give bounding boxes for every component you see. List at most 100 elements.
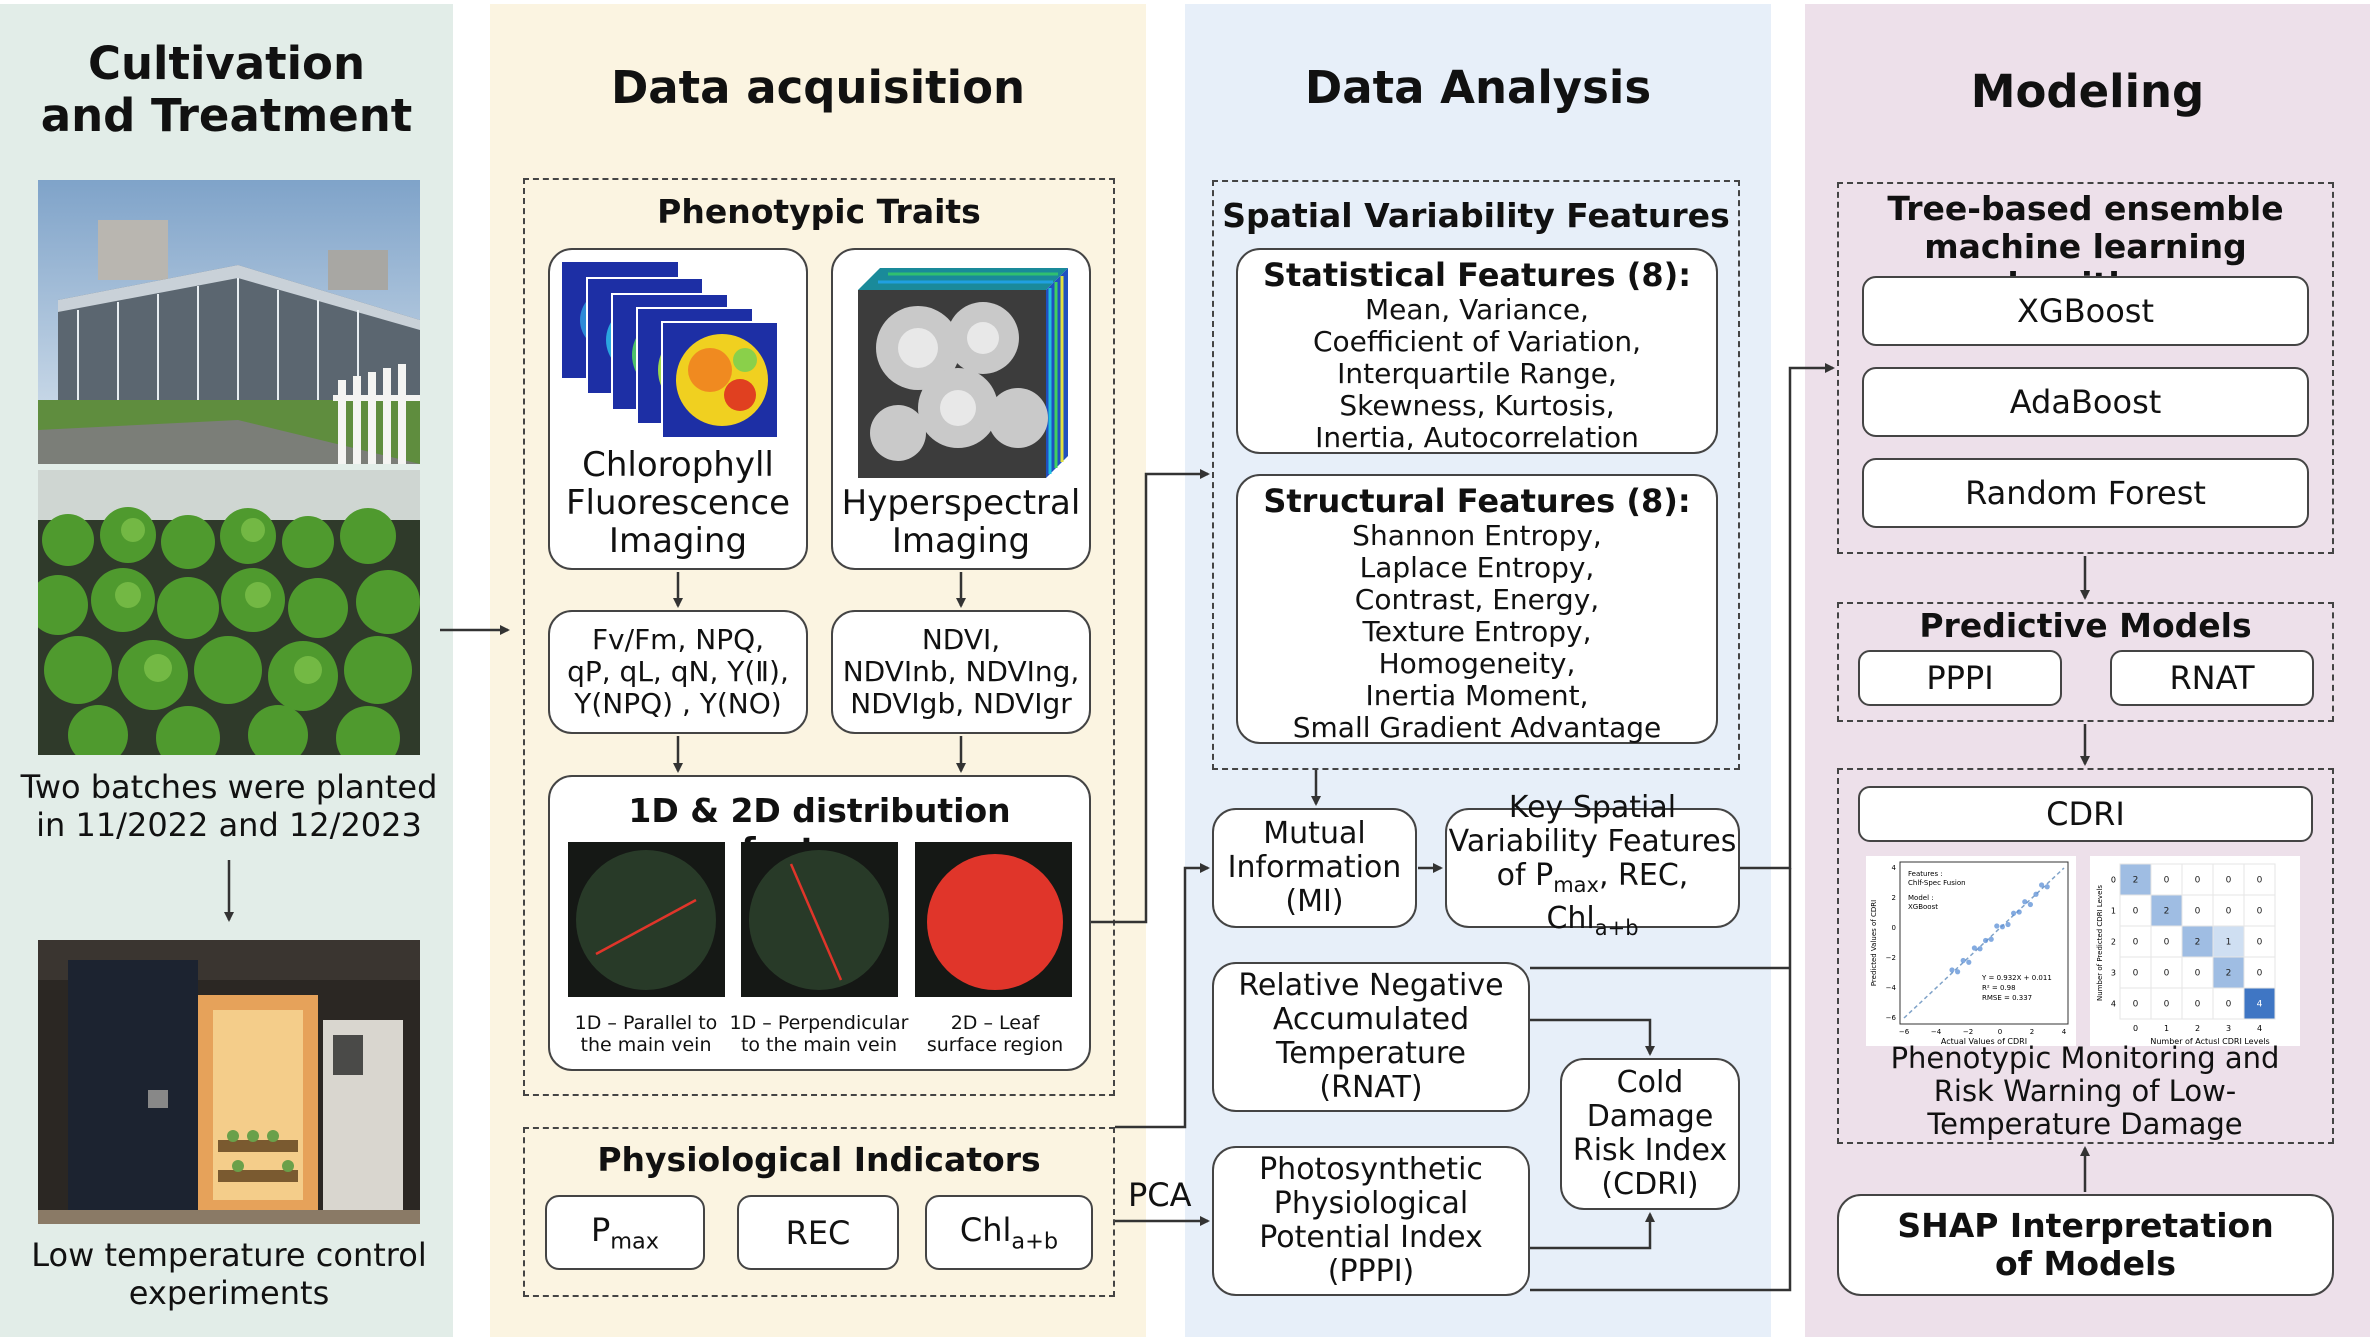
pmax-box: Pmax bbox=[545, 1195, 705, 1270]
rnat-text: Relative Negative Accumulated Temperatur… bbox=[1238, 968, 1504, 1105]
confusion-value: 0 bbox=[2164, 876, 2170, 886]
confusion-x-tick: 4 bbox=[2257, 1024, 2262, 1033]
algorithm-label: AdaBoost bbox=[2009, 383, 2162, 421]
confusion-y-tick: 0 bbox=[2111, 876, 2116, 885]
cf-params-text: Fv/Fm, NPQ, qP, qL, qN, Y(Ⅱ), Y(NPQ) , Y… bbox=[567, 623, 789, 720]
acquisition-title: Data acquisition bbox=[610, 61, 1026, 114]
scatter-point bbox=[2033, 891, 2039, 897]
lowtemp-text: Low temperature control experiments bbox=[31, 1236, 427, 1312]
scatter-point bbox=[1955, 969, 1961, 975]
arrow-dist-to-svf bbox=[1091, 469, 1210, 924]
batches-text: Two batches were planted in 11/2022 and … bbox=[20, 768, 438, 844]
leaf1-caption: 1D – Parallel to the main vein bbox=[574, 1012, 718, 1056]
algorithm-adaboost: AdaBoost bbox=[1862, 367, 2309, 437]
confusion-value: 0 bbox=[2164, 969, 2170, 979]
scatter-point bbox=[1966, 959, 1972, 965]
cultivation-title: Cultivation and Treatment bbox=[40, 37, 413, 142]
confusion-y-label: Number of Predicted CDRI Levels bbox=[2096, 885, 2104, 1001]
rnat-box: Relative Negative Accumulated Temperatur… bbox=[1212, 962, 1530, 1112]
predictive-box bbox=[1837, 602, 2334, 722]
cf-params-box: Fv/Fm, NPQ, qP, qL, qN, Y(Ⅱ), Y(NPQ) , Y… bbox=[548, 610, 808, 734]
confusion-value: 4 bbox=[2257, 1000, 2263, 1010]
confusion-cell bbox=[2243, 894, 2276, 927]
scatter-point bbox=[2027, 901, 2033, 908]
scatter-x-tick: 0 bbox=[1998, 1028, 2002, 1036]
confusion-value: 2 bbox=[2164, 907, 2170, 917]
scatter-x-tick: 4 bbox=[2062, 1028, 2067, 1036]
statistical-title: Statistical Features (8): bbox=[1262, 256, 1692, 294]
cdri-scatter-plot: Features : Chlf-Spec Fusion Model : XGBo… bbox=[1866, 856, 2076, 1046]
scatter-point bbox=[1999, 924, 2005, 930]
scatter-x-tick: −6 bbox=[1899, 1028, 1910, 1036]
confusion-value: 0 bbox=[2195, 969, 2201, 979]
cdri-label-box: CDRI bbox=[1858, 786, 2313, 842]
confusion-cell bbox=[2150, 987, 2183, 1020]
confusion-x-label: Number of Actusl CDRI Levels bbox=[2150, 1037, 2269, 1046]
algorithm-label: XGBoost bbox=[2016, 292, 2155, 330]
scatter-point bbox=[2005, 921, 2011, 928]
scatter-point bbox=[1949, 967, 1955, 973]
cdri-modeling-box bbox=[1837, 768, 2334, 1144]
physiological-box bbox=[523, 1127, 1115, 1297]
phenotypic-box bbox=[523, 178, 1115, 1096]
confusion-cell bbox=[2181, 925, 2214, 958]
confusion-cell bbox=[2212, 863, 2245, 896]
confusion-value: 0 bbox=[2226, 1000, 2232, 1010]
cf-imaging-label: Chlorophyll Fluorescence Imaging bbox=[566, 445, 790, 561]
confusion-value: 0 bbox=[2133, 907, 2139, 917]
scatter-point bbox=[2044, 884, 2050, 890]
shap-box: SHAP Interpretation of Models bbox=[1837, 1194, 2334, 1296]
confusion-y-tick: 1 bbox=[2111, 907, 2116, 916]
confusion-value: 0 bbox=[2257, 938, 2263, 948]
cdri-box: Cold Damage Risk Index (CDRI) bbox=[1560, 1058, 1740, 1210]
hs-cube bbox=[858, 268, 1068, 478]
confusion-value: 0 bbox=[2133, 938, 2139, 948]
confusion-value: 2 bbox=[2133, 876, 2139, 886]
svf-box bbox=[1212, 180, 1740, 770]
scatter-point bbox=[2011, 910, 2017, 916]
physiological-title: Physiological Indicators bbox=[597, 1140, 1041, 1179]
pca-label: PCA bbox=[1128, 1176, 1192, 1214]
confusion-cell bbox=[2119, 925, 2152, 958]
confusion-cell bbox=[2150, 956, 2183, 989]
scatter-x-tick: −4 bbox=[1931, 1028, 1942, 1036]
confusion-value: 0 bbox=[2257, 969, 2263, 979]
scatter-x-tick: 2 bbox=[2030, 1028, 2034, 1036]
confusion-cell bbox=[2212, 987, 2245, 1020]
scatter-point bbox=[2022, 899, 2028, 905]
model-label: PPPI bbox=[1926, 659, 1994, 697]
confusion-x-tick: 0 bbox=[2133, 1024, 2138, 1033]
model-rnat: RNAT bbox=[2110, 650, 2314, 706]
confusion-cell bbox=[2150, 863, 2183, 896]
leaf3-caption: 2D – Leaf surface region bbox=[926, 1012, 1064, 1056]
confusion-value: 0 bbox=[2195, 907, 2201, 917]
scatter-model-value: XGBoost bbox=[1908, 903, 1938, 911]
pppi-text: Photosynthetic Physiological Potential I… bbox=[1259, 1152, 1483, 1289]
hs-params-text: NDVI, NDVInb, NDVIng, NDVIgb, NDVIgr bbox=[842, 623, 1080, 720]
statistical-box: Statistical Features (8): Mean, Variance… bbox=[1236, 248, 1718, 454]
confusion-value: 0 bbox=[2257, 907, 2263, 917]
scatter-point bbox=[1983, 937, 1989, 944]
confusion-y-tick: 3 bbox=[2111, 969, 2116, 978]
arrow-rnat-to-cdri bbox=[1530, 1018, 1655, 1056]
confusion-cell bbox=[2181, 863, 2214, 896]
scatter-point bbox=[1977, 946, 1983, 952]
algorithm-xgboost: XGBoost bbox=[1862, 276, 2309, 346]
scatter-features-value: Chlf-Spec Fusion bbox=[1908, 879, 1966, 887]
chamber-photo bbox=[38, 940, 420, 1224]
structural-box: Structural Features (8): Shannon Entropy… bbox=[1236, 474, 1718, 744]
rec-label: REC bbox=[785, 1213, 851, 1252]
leaf2-caption: 1D – Perpendicular to the main vein bbox=[729, 1012, 909, 1056]
scatter-rmse: RMSE = 0.337 bbox=[1982, 994, 2032, 1002]
pmax-label: Pmax bbox=[590, 1210, 660, 1255]
key-features-box: Key Spatial Variability Features of Pmax… bbox=[1445, 791, 1740, 940]
cdri-label: CDRI bbox=[2046, 795, 2125, 833]
leaf-surface-image bbox=[915, 842, 1072, 997]
confusion-value: 0 bbox=[2226, 907, 2232, 917]
scatter-y-tick: 2 bbox=[1892, 894, 1896, 902]
statistical-list: Mean, Variance, Coefficient of Variation… bbox=[1312, 293, 1641, 454]
scatter-r2: R² = 0.98 bbox=[1982, 984, 2016, 992]
